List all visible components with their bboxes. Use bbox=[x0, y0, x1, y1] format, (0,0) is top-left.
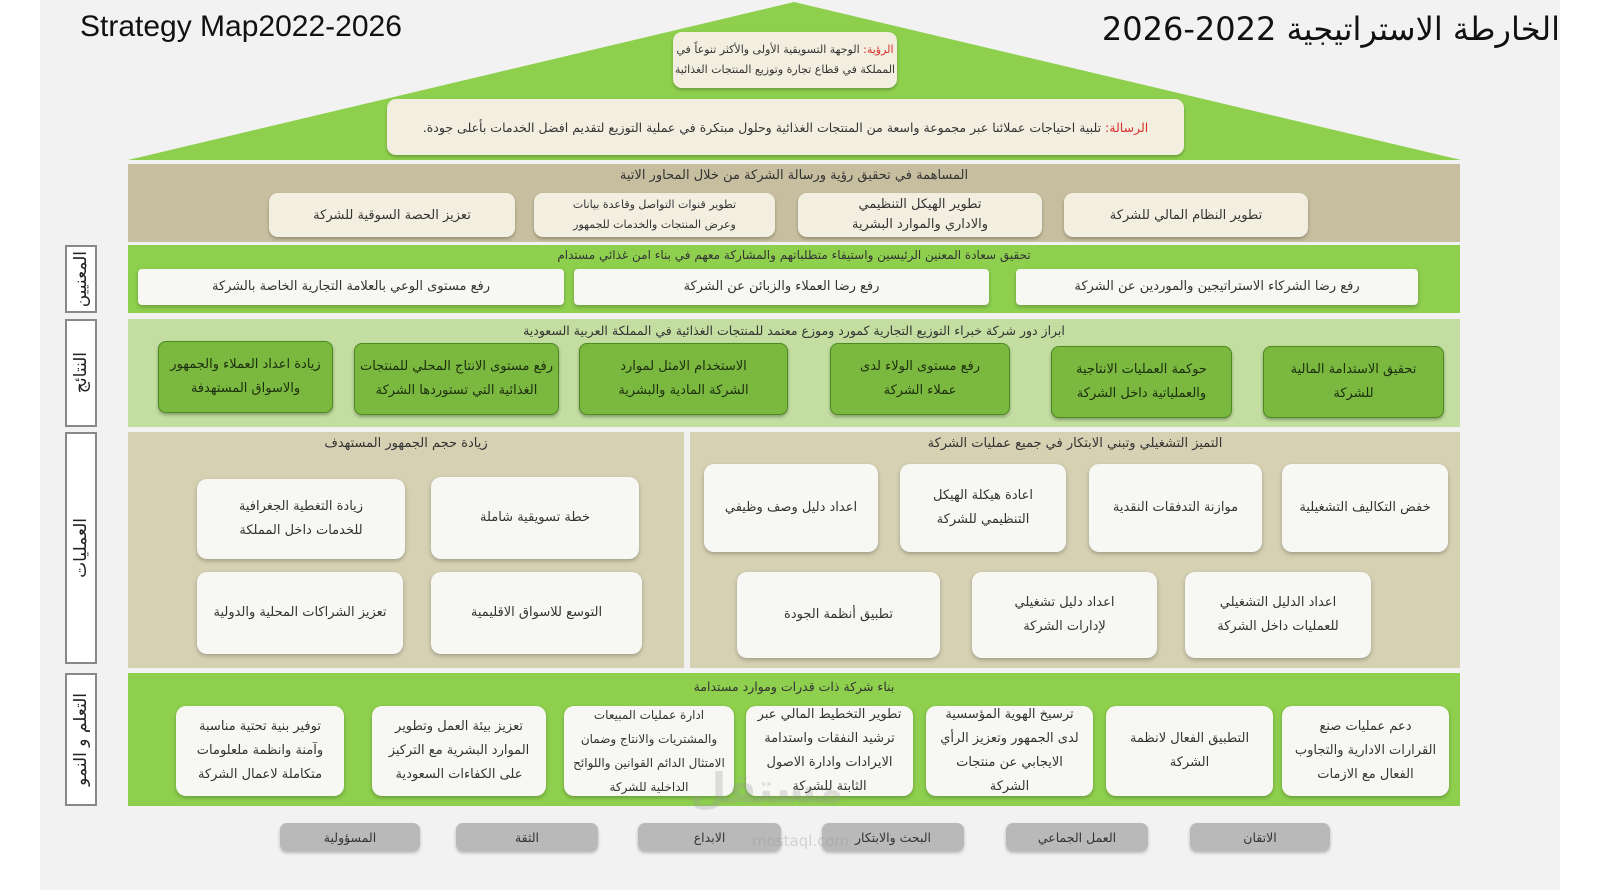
results-band: ابراز دور شركة خبراء التوزيع التجارية كم… bbox=[128, 319, 1460, 427]
watermark-url: mostaql.com bbox=[752, 832, 850, 850]
learning-item: ادارة عمليات المبيعات والمشتريات والانتا… bbox=[564, 706, 734, 796]
results-header: ابراز دور شركة خبراء التوزيع التجارية كم… bbox=[523, 323, 1065, 338]
operations-divider bbox=[684, 432, 690, 668]
operation-item: خطة تسويقية شاملة bbox=[431, 477, 639, 559]
operation-item: زيادة التغطية الجغرافية للخدمات داخل الم… bbox=[197, 479, 405, 559]
stakeholder-item: رفع رضا العملاء والزبائن عن الشركة bbox=[574, 269, 989, 305]
result-item: الاستخدام الامثل لموارد الشركة المادية و… bbox=[579, 343, 788, 415]
title-arabic: الخارطة الاستراتيجية 2022-2026 bbox=[1101, 10, 1560, 48]
operation-item: اعادة هيكلة الهيكل التنظيمي للشركة bbox=[900, 464, 1066, 552]
learning-item: ترسيخ الهوية المؤسسية لدى الجمهور وتعزيز… bbox=[926, 706, 1093, 796]
contribution-item: تطوير النظام المالي للشركة bbox=[1064, 193, 1308, 237]
vision-box: الرؤية: الوجهة التسويقية الأولى والأكثر … bbox=[673, 32, 897, 88]
mission-label: الرسالة: bbox=[1105, 119, 1149, 135]
value-pill: العمل الجماعي bbox=[1006, 823, 1148, 851]
learning-item: دعم عمليات صنع القرارات الادارية والتجاو… bbox=[1282, 706, 1449, 796]
result-item: حوكمة العمليات الانتاجية والعملياتية داخ… bbox=[1051, 346, 1232, 418]
result-item: رفع مستوى الولاء لدى عملاء الشركة bbox=[830, 343, 1010, 415]
operation-item: اعداد الدليل التشغيلي للعمليات داخل الشر… bbox=[1185, 572, 1371, 658]
value-pill: المسؤولية bbox=[280, 823, 420, 851]
result-item: تحقيق الاستدامة المالية للشركة bbox=[1263, 346, 1444, 418]
mission-box: الرسالة: تلبية احتياجات عملائنا عبر مجمو… bbox=[387, 99, 1184, 155]
stakeholders-label: المعنيين bbox=[65, 245, 97, 313]
operation-item: موازنة التدفقات النقدية bbox=[1089, 464, 1262, 552]
mission-text: تلبية احتياجات عملائنا عبر مجموعة واسعة … bbox=[422, 119, 1102, 135]
learning-header: بناء شركة ذات قدرات وموارد مستدامة bbox=[693, 679, 895, 694]
contribution-item: تطوير قنوات التواصل وقاعدة بيانات وعرض ا… bbox=[534, 193, 775, 237]
contribution-item: تطوير الهيكل التنظيمي والاداري والموارد … bbox=[798, 193, 1042, 237]
value-pill: الثقة bbox=[456, 823, 598, 851]
value-pill: الاتقان bbox=[1190, 823, 1330, 851]
stakeholder-item: رفع رضا الشركاء الاستراتيجين والموردين ع… bbox=[1016, 269, 1418, 305]
operation-item: خفض التكاليف التشغيلية bbox=[1282, 464, 1448, 552]
learning-item: التطبيق الفعال لانظمة الشركة bbox=[1106, 706, 1273, 796]
vision-text: الوجهة التسويقية الأولى والأكثر تنوعاً ف… bbox=[674, 43, 896, 76]
learning-item: توفير بنية تحتية مناسبة وآمنة وانظمة ملع… bbox=[176, 706, 344, 796]
result-item: رفع مستوى الانتاج المحلي للمنتجات الغذائ… bbox=[354, 343, 559, 415]
results-label: النتائج bbox=[65, 319, 97, 427]
result-item: زيادة اعداد العملاء والجمهور والاسواق ال… bbox=[158, 341, 333, 413]
stakeholder-item: رفع مستوى الوعي بالعلامة التجارية الخاصة… bbox=[138, 269, 564, 305]
learning-item: تعزيز بيئة العمل وتطوير الموارد البشرية … bbox=[372, 706, 546, 796]
contribution-item: تعزيز الحصة السوقية للشركة bbox=[269, 193, 515, 237]
operation-item: تعزيز الشراكات المحلية والدولية bbox=[197, 572, 403, 654]
learning-item: تطوير التخطيط المالي عبر ترشيد النفقات و… bbox=[746, 706, 913, 796]
title-english: Strategy Map2022-2026 bbox=[80, 10, 402, 43]
operations-right-header: التميز التشغيلي وتبني الابتكار في جميع ع… bbox=[927, 436, 1223, 451]
watermark: مستقل bbox=[690, 764, 844, 813]
vision-label: الرؤية: bbox=[863, 43, 894, 56]
learning-label: التعلم و النمو bbox=[65, 673, 97, 806]
stakeholders-header: تحقيق سعادة المعنين الرئيسين واستيفاء مت… bbox=[557, 248, 1031, 262]
operations-label: العمليات bbox=[65, 432, 97, 664]
value-pill: الابداع bbox=[638, 823, 781, 851]
operation-item: اعداد دليل تشغيلي لإدارات الشركة bbox=[972, 572, 1157, 658]
operation-item: اعداد دليل وصف وظيفي bbox=[704, 464, 878, 552]
value-pill: البحث والابتكار bbox=[822, 823, 964, 851]
operation-item: التوسع للاسواق الاقليمية bbox=[431, 572, 642, 654]
contribution-header: المساهمة في تحقيق رؤية ورسالة الشركة من … bbox=[619, 168, 969, 183]
operation-item: تطبيق أنظمة الجودة bbox=[737, 572, 940, 658]
operations-left-header: زيادة حجم الجمهور المستهدف bbox=[324, 436, 488, 451]
